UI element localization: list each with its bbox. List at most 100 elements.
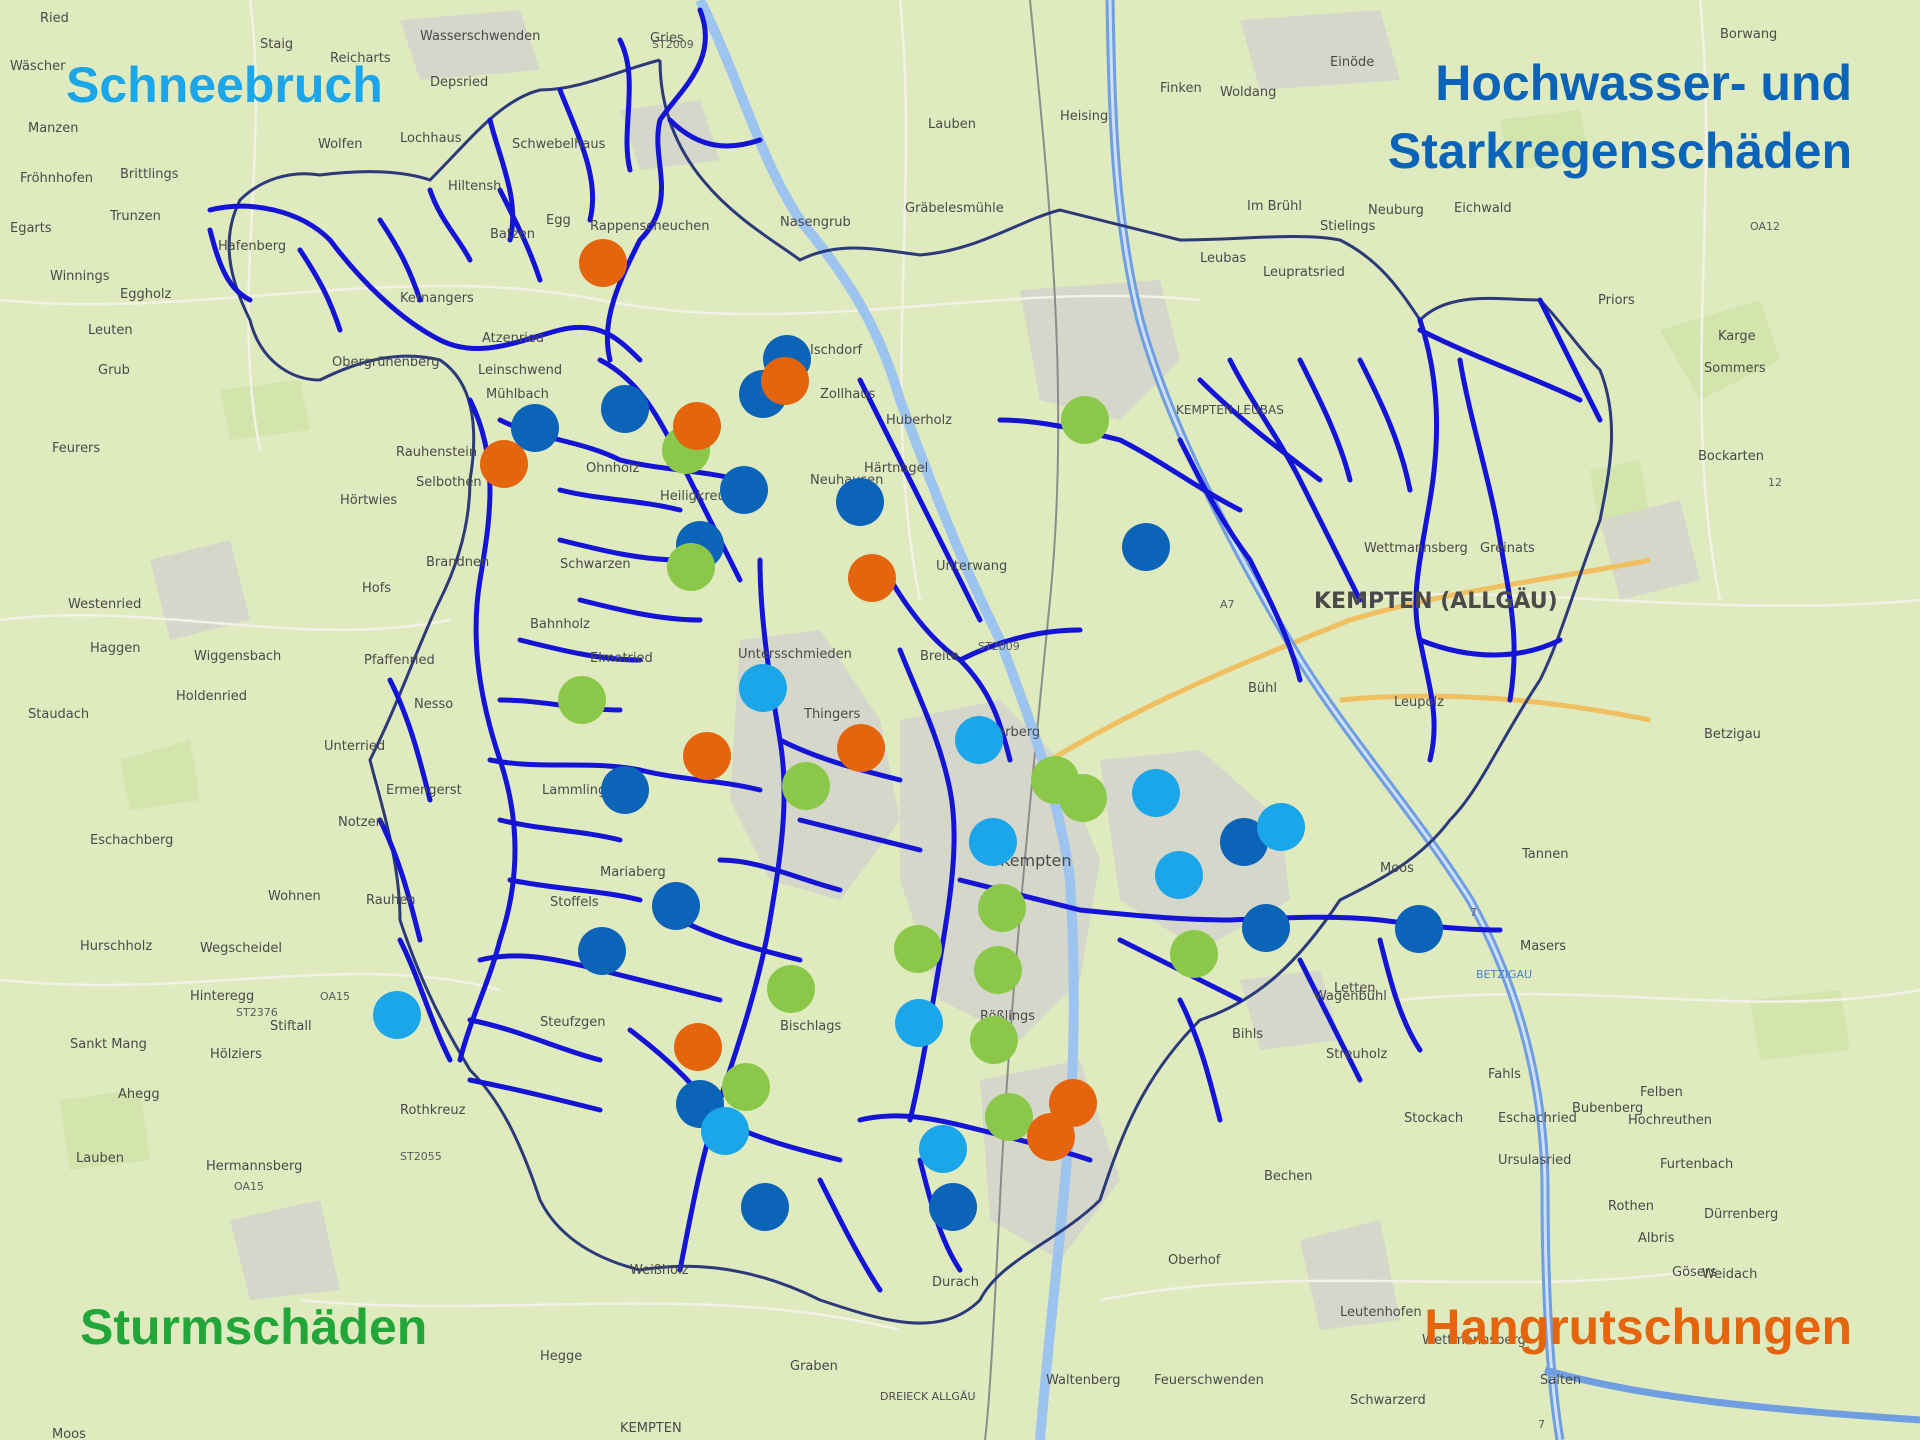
place-label: Wohnen (268, 889, 321, 904)
place-label: Woldang (1220, 85, 1276, 100)
catchment-boundary (227, 58, 1613, 1325)
place-label: Feuerschwenden (1154, 1373, 1264, 1388)
road-label: A7 (1220, 598, 1235, 611)
flood-marker[interactable] (1122, 523, 1170, 571)
place-label: Staudach (28, 707, 89, 722)
snow-marker[interactable] (701, 1107, 749, 1155)
flood-marker[interactable] (929, 1183, 977, 1231)
flood-marker[interactable] (1395, 905, 1443, 953)
legend-snow: Schneebruch (66, 52, 383, 120)
road-label: 7 (1538, 1418, 1545, 1431)
road-label: ST2009 (652, 38, 694, 51)
snow-marker[interactable] (1132, 769, 1180, 817)
storm-marker[interactable] (722, 1063, 770, 1111)
landslide-marker[interactable] (674, 1023, 722, 1071)
flood-marker[interactable] (511, 404, 559, 452)
storm-marker[interactable] (894, 925, 942, 973)
road-label: OA12 (1750, 220, 1780, 233)
landslide-marker[interactable] (848, 554, 896, 602)
landslide-marker[interactable] (673, 402, 721, 450)
landslide-marker[interactable] (1049, 1079, 1097, 1127)
storm-marker[interactable] (1059, 774, 1107, 822)
place-label: Gries (650, 31, 684, 46)
place-label: Schwarzen (560, 557, 631, 572)
place-label: Holdenried (176, 689, 247, 704)
storm-marker[interactable] (978, 884, 1026, 932)
place-label: Bockarten (1698, 449, 1764, 464)
place-label: Unterwang (936, 559, 1007, 574)
place-label: Salten (1540, 1373, 1581, 1388)
landslide-marker[interactable] (480, 440, 528, 488)
storm-marker[interactable] (558, 676, 606, 724)
landslide-marker[interactable] (579, 239, 627, 287)
snow-marker[interactable] (1155, 851, 1203, 899)
landslide-marker[interactable] (1027, 1113, 1075, 1161)
storm-marker[interactable] (667, 543, 715, 591)
place-label: Eschachberg (90, 833, 173, 848)
flood-marker[interactable] (720, 466, 768, 514)
road-label: ST2009 (978, 640, 1020, 653)
place-label: Brittlings (120, 167, 179, 182)
place-label: Leubas (1200, 251, 1246, 266)
snow-marker[interactable] (969, 818, 1017, 866)
snow-marker[interactable] (919, 1125, 967, 1173)
snow-marker[interactable] (1257, 803, 1305, 851)
motorway-branch (1544, 1366, 1920, 1424)
flood-marker[interactable] (1242, 904, 1290, 952)
flood-marker[interactable] (652, 882, 700, 930)
place-label: KEMPTEN (620, 1421, 682, 1436)
place-label: Unterried (324, 739, 385, 754)
place-label: Lochhaus (400, 131, 462, 146)
landslide-marker[interactable] (761, 357, 809, 405)
place-label: Nesso (414, 697, 453, 712)
place-label: Stockach (1404, 1111, 1463, 1126)
place-label: DREIECK ALLGÄU (880, 1390, 976, 1403)
place-label: Bubenberg (1572, 1101, 1643, 1116)
place-label: Einöde (1330, 55, 1374, 70)
storm-marker[interactable] (1061, 396, 1109, 444)
storm-marker[interactable] (985, 1093, 1033, 1141)
legend-landslide: Hangrutschungen (1424, 1294, 1852, 1362)
storm-marker[interactable] (767, 965, 815, 1013)
flood-marker[interactable] (578, 927, 626, 975)
place-label: Dürrenberg (1704, 1207, 1778, 1222)
place-label: Mariaberg (600, 865, 666, 880)
flood-marker[interactable] (601, 766, 649, 814)
place-label: KEMPTEN LEUBAS (1176, 403, 1284, 417)
major-roads (1048, 557, 1651, 763)
place-label: Neuburg (1368, 203, 1424, 218)
landslide-marker[interactable] (683, 732, 731, 780)
snow-marker[interactable] (955, 716, 1003, 764)
place-label: Karge (1718, 329, 1756, 344)
flood-marker[interactable] (741, 1183, 789, 1231)
legend-flood-line2: Starkregenschäden (1387, 122, 1852, 179)
place-label: Stoffels (550, 895, 599, 910)
flood-marker[interactable] (1220, 818, 1268, 866)
storm-marker[interactable] (782, 762, 830, 810)
place-label: Depsried (430, 75, 488, 90)
place-label: Gräbelesmühle (905, 201, 1004, 216)
road-labels: ST2009OA12A712ST2009OA15ST2376ST2055OA15… (234, 38, 1782, 1431)
storm-marker[interactable] (974, 946, 1022, 994)
place-label: Hermannsberg (206, 1159, 302, 1174)
snow-marker[interactable] (373, 991, 421, 1039)
place-label: Borwang (1720, 27, 1777, 42)
place-label: Trunzen (109, 209, 161, 224)
snow-marker[interactable] (739, 664, 787, 712)
storm-marker[interactable] (1170, 930, 1218, 978)
flood-marker[interactable] (836, 478, 884, 526)
flood-marker[interactable] (601, 385, 649, 433)
landslide-marker[interactable] (837, 724, 885, 772)
snow-marker[interactable] (895, 999, 943, 1047)
storm-marker[interactable] (970, 1016, 1018, 1064)
place-label: Oberhof (1168, 1253, 1221, 1268)
place-label: Letten (1334, 981, 1375, 996)
place-label: Selbothen (416, 475, 482, 490)
incident-markers[interactable] (373, 239, 1443, 1231)
railway (984, 0, 1060, 1440)
place-label: Wagenbühl (1314, 989, 1387, 1004)
place-label: Leuten (88, 323, 133, 338)
place-label: Ried (40, 11, 69, 26)
